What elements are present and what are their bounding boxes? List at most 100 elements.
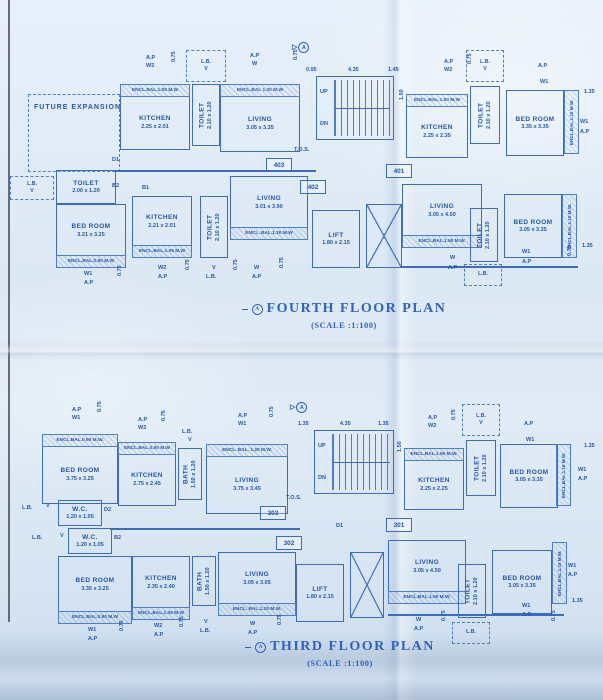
room-name: LIVING [234,477,260,485]
note-w1: W1 [72,415,81,421]
note-0-75: 0.75 [441,610,447,621]
section-marker-triangle-icon: ▷ [292,44,298,51]
room-dims: 2.75 x 2.45 [133,480,161,487]
note-b1: B1 [142,185,150,191]
room-name: TOILET [473,455,481,481]
enclosed-balcony-strip: ENCL. BAL.1.20 M.W. [218,603,296,616]
room-dims: 2.25 x 2.01 [141,123,169,130]
room-name: LIFT [312,585,328,593]
room-dims: 1.20 x 1.05 [76,542,104,549]
enclosed-balcony-strip: ENCL.BAL.0.90 M.W. [42,434,118,447]
title-marker-dash [245,646,252,648]
scan-edge-artifact [8,0,10,622]
enclosed-balcony-strip: ENCL.BAL.1.50 M.W. [388,591,466,604]
room-dims: 1.80 x 2.15 [322,240,350,247]
note-1-35: 1.35 [582,243,593,249]
enclosed-balcony-strip: ENCL.BAL.1.05 M.W [120,84,190,97]
room-name: LIVING [256,195,282,203]
note-a-p: A.P [568,572,578,578]
room-name: TOILET [477,102,485,128]
room-dims: 2.10 x 1.20 [485,221,492,249]
room-dims: 2.00 x 1.20 [72,188,100,195]
enclosed-balcony-strip: ENCL.BAL.0.90 M.W [58,611,132,624]
future-expansion-area [28,94,120,172]
note-1-35: 1.35 [584,89,595,95]
room-dims: 2.35 x 2.40 [147,583,175,590]
title-marker-circle: A [251,303,263,315]
note-d2: D2 [104,507,112,513]
note-v: V [188,437,192,443]
stair-landing-line [334,108,390,110]
wall-line [400,266,578,268]
enclosed-balcony: ENCL.BAL.1.10 M.W. [556,444,571,506]
note-0-75: 0.75 [233,259,239,270]
room-dims: 2.10 x 1.20 [215,213,222,241]
title-marker-circle: A [255,641,267,653]
room-dims: 3.75 x 3.25 [66,475,94,482]
note-0-75: 0.75 [551,610,557,621]
note-w1: W1 [522,603,531,609]
note-0-75: 0.75 [279,257,285,268]
section-marker-triangle-icon: ▷ [290,404,296,411]
room-name: TOILET [464,578,472,604]
room-name: W.C. [82,533,98,541]
room-name: LIVING [429,203,455,211]
room-dims: 2.10 x 1.20 [482,454,489,482]
note-w2: W2 [428,423,437,429]
enclosed-balcony: ENCL.BAL.1.10 M.W. [564,90,579,154]
note-a-p: A.P [524,421,534,427]
balcony-label: ENCL.BAL.1.10 M.W. [557,550,562,596]
note-w: W [416,617,422,623]
note-w2: W2 [138,425,147,431]
room-name: BATH [196,571,204,591]
note-0-95: 0.95 [306,67,317,73]
balcony-label: ENCL.BAL.1.10 M.W. [569,99,574,145]
loft-balcony-401a: L.B.V [466,50,504,82]
room-dims: 2.10 x 1.20 [207,101,214,129]
note-a-p: A.P [538,63,548,69]
note-w1: W1 [238,421,247,427]
room-name: TOILET [476,222,484,248]
note-future-expansion: FUTURE EXPANSION [34,104,122,111]
note-w2: W2 [154,623,163,629]
dashed-area-sublabel: V [483,65,487,72]
note-a-p: A.P [522,612,532,618]
duct-shaft [366,204,402,268]
enclosed-balcony-strip: ENCL.BAL.1.50 M.W [406,94,468,107]
dashed-area-label: L.B. [466,629,476,636]
flat-number-402: 402 [300,180,326,194]
room-name: KITCHEN [418,477,450,485]
enclosed-balcony: ENCL.BAL.1.10 M.W. [552,542,567,604]
note-0-75: 0.75 [451,409,457,420]
third-floor-title-block: A THIRD FLOOR PLAN (SCALE :1:100) [200,639,480,668]
note-4-35: 4.35 [348,67,359,73]
note-1-35: 1.35 [378,421,389,427]
note-0-75: 0.75 [119,620,125,631]
room-name: BED ROOM [71,223,111,231]
note-l-b: L.B. [206,274,217,280]
note-0-75: 0.75 [567,245,573,256]
room-name: LIVING [247,116,273,124]
section-marker-letter: A [296,402,308,413]
room-name: BED ROOM [509,468,549,476]
note-a-p: A.P [444,59,454,65]
